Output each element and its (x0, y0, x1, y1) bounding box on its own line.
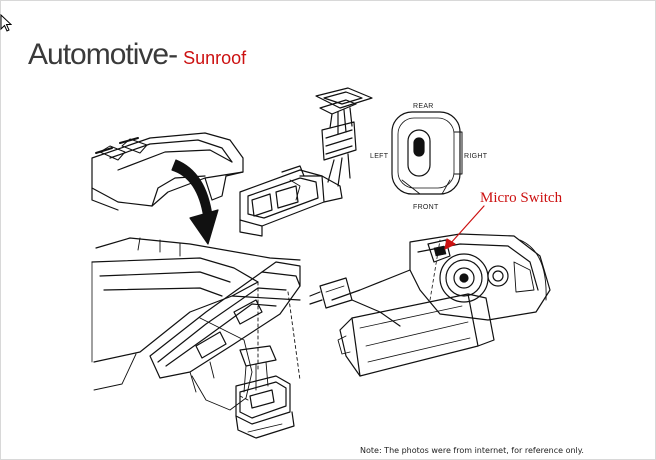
bottom-switch (235, 375, 295, 439)
motor-bracket-assembly (149, 261, 301, 411)
curved-arrow-icon (171, 159, 219, 245)
dashed-leader-lines (239, 281, 301, 401)
label-left: LEFT (370, 153, 389, 160)
micro-switch-label: Micro Switch (480, 190, 563, 206)
sunroof-switch-bezel (391, 111, 463, 195)
micro-switch-callout-leader (444, 205, 485, 250)
label-rear: REAR (413, 103, 434, 110)
label-front: FRONT (413, 204, 439, 211)
slide-title: Automotive-Sunroof (28, 38, 246, 72)
mouse-cursor-icon (0, 14, 12, 32)
switch-module (239, 165, 343, 237)
title-sub: Sunroof (183, 48, 247, 68)
car-roof-illustration (91, 132, 244, 211)
sunroof-motor (309, 233, 551, 377)
wire-connector (315, 87, 373, 187)
title-main: Automotive- (28, 38, 178, 71)
reference-note: Note: The photos were from internet, for… (360, 446, 584, 455)
label-right: RIGHT (464, 153, 488, 160)
roof-track-rail (91, 237, 301, 391)
